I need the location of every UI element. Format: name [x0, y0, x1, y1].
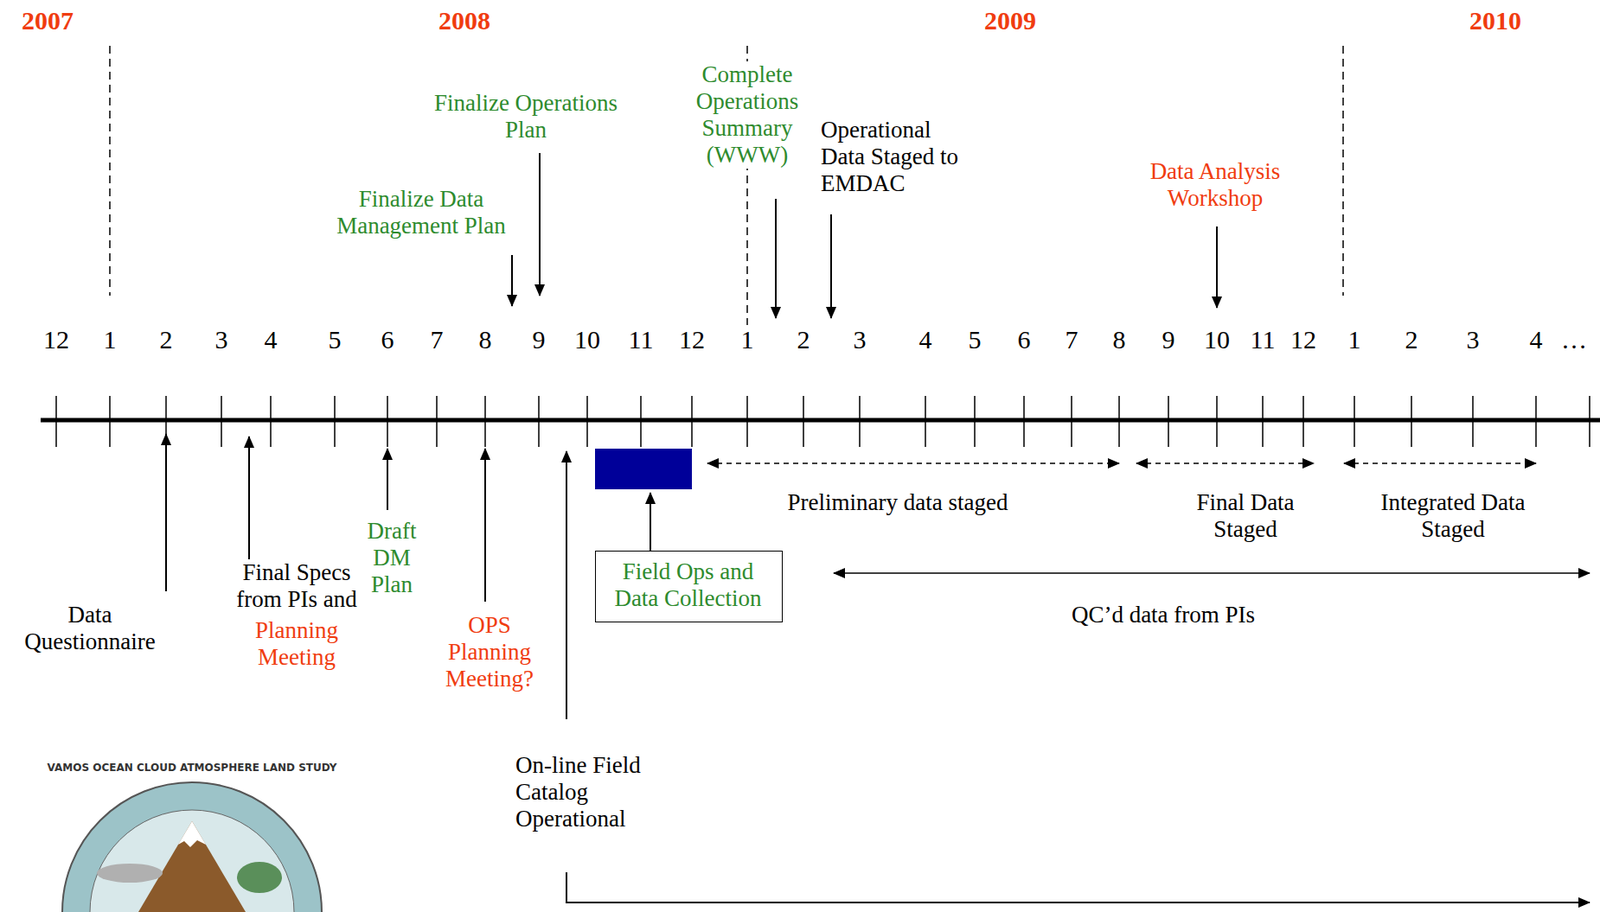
field-period-bar [595, 448, 692, 490]
logo-text: VAMOS OCEAN CLOUD ATMOSPHERE LAND STUDY [47, 762, 338, 775]
milestone-label: Draft DM Plan [361, 518, 423, 599]
month-number: 3 [215, 325, 229, 356]
milestone-arrow [386, 448, 389, 511]
milestone-arrows [166, 153, 1590, 903]
milestone-label: Final Data Staged [1189, 489, 1302, 544]
leader-arrow [649, 492, 652, 551]
milestone-label: Complete Operations Summary (WWW) [686, 61, 808, 169]
year-divider [1342, 45, 1344, 296]
year-label: 2007 [21, 6, 74, 37]
month-number: 9 [1162, 325, 1176, 356]
month-number: 3 [853, 325, 867, 356]
milestone-label: Operational Data Staged to EMDAC [820, 116, 968, 198]
year-divider [108, 45, 111, 296]
year-divider [109, 45, 1344, 337]
milestone-arrow [830, 214, 832, 319]
year-label: 2010 [1469, 6, 1522, 37]
month-number: 7 [1065, 325, 1079, 356]
span-arrow [1344, 462, 1536, 465]
milestone-label: Planning Meeting [244, 617, 349, 672]
span-arrow [833, 572, 1590, 575]
month-number: 4 [1529, 325, 1543, 356]
timeline-axis [40, 418, 1600, 423]
month-number: 7 [430, 325, 444, 356]
month-number: 12 [678, 325, 705, 356]
catalog-span-arrow [566, 872, 1590, 903]
milestone-arrow [511, 255, 513, 307]
logo-mountain [138, 821, 246, 912]
month-number: 5 [968, 325, 982, 356]
milestone-label: QC’d data from PIs [1071, 601, 1255, 629]
month-number: 12 [43, 325, 70, 356]
span-arrows [707, 463, 1590, 574]
milestone-label: Finalize Data Management Plan [317, 185, 525, 240]
month-number: 4 [264, 325, 278, 356]
milestone-arrow [484, 448, 487, 602]
milestone-label: Preliminary data staged [787, 489, 1009, 517]
milestone-arrow [538, 153, 541, 296]
project-logo [62, 782, 322, 912]
month-number: 10 [1203, 325, 1230, 356]
span-arrow [707, 462, 1120, 465]
month-number: 6 [381, 325, 395, 356]
milestone-label: Final Specs from PIs and [231, 559, 362, 614]
month-number: 8 [479, 325, 493, 356]
month-number: 2 [797, 325, 811, 356]
milestone-arrow [248, 436, 250, 578]
month-number: 3 [1466, 325, 1480, 356]
milestone-arrow [1216, 226, 1218, 308]
year-label: 2009 [984, 6, 1037, 37]
milestone-arrow [774, 198, 777, 319]
month-number: … [1561, 325, 1588, 356]
logo-land [236, 862, 282, 894]
month-number: 11 [628, 325, 654, 356]
milestone-label: OPS Planning Meeting? [435, 612, 544, 693]
month-number: 1 [1348, 325, 1362, 356]
process-box: Field Ops and Data Collection [595, 550, 783, 623]
milestone-label: Integrated Data Staged [1370, 489, 1536, 544]
month-number: 11 [1250, 325, 1276, 356]
year-label: 2008 [438, 6, 491, 37]
box-text: Field Ops and Data Collection [608, 558, 768, 613]
month-number: 2 [160, 325, 173, 356]
month-number: 2 [1405, 325, 1419, 356]
milestone-arrow [565, 451, 568, 720]
milestone-label: Finalize Operations Plan [433, 89, 620, 144]
month-number: 1 [741, 325, 755, 356]
month-number: 5 [328, 325, 342, 356]
month-number: 4 [919, 325, 933, 356]
milestone-label: On-line Field Catalog Operational [515, 752, 667, 833]
milestone-arrow [165, 434, 167, 592]
month-number: 10 [574, 325, 601, 356]
logo-cloud [96, 864, 163, 884]
month-number: 9 [532, 325, 546, 356]
milestone-label: Data Questionnaire [20, 601, 160, 656]
logo-disc [62, 782, 322, 912]
month-number: 1 [103, 325, 117, 356]
span-arrow [1136, 462, 1314, 465]
milestone-label: Data Analysis Workshop [1141, 158, 1289, 212]
month-number: 6 [1017, 325, 1031, 356]
month-number: 8 [1113, 325, 1127, 356]
logo-inner [89, 810, 295, 912]
month-number: 12 [1290, 325, 1317, 356]
month-ticks [56, 396, 1590, 448]
logo-snowcap [178, 821, 206, 848]
